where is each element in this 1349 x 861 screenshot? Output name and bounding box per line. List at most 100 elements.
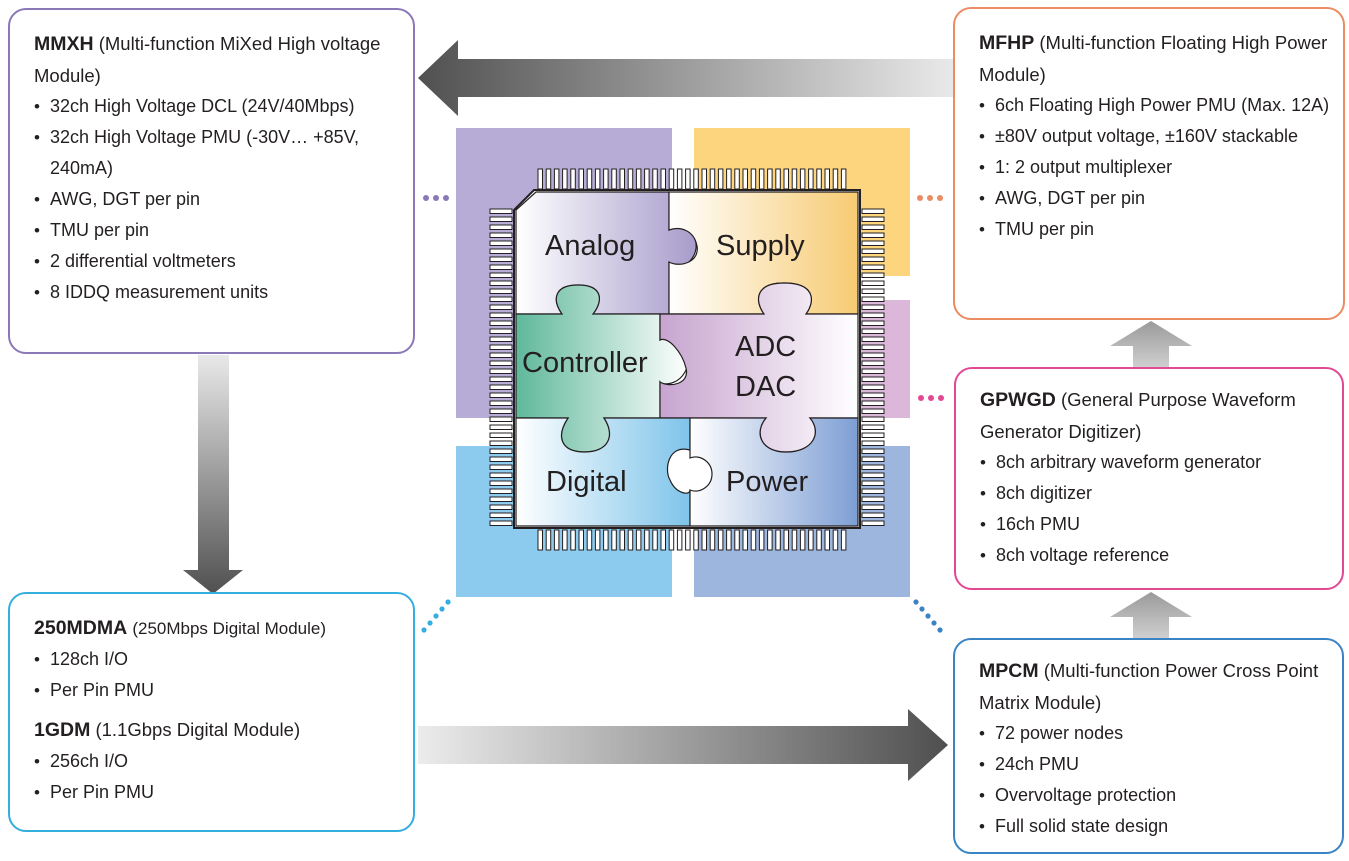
- chip-pin: [603, 168, 609, 190]
- list-item: 8 IDDQ measurement units: [34, 277, 413, 308]
- chip-pin: [489, 472, 513, 478]
- chip-pin: [861, 408, 885, 414]
- chip-pin: [808, 168, 814, 190]
- chip-pin: [783, 168, 789, 190]
- module-box-digital: 250MDMA (250Mbps Digital Module) 128ch I…: [8, 592, 415, 832]
- chip-pin: [861, 208, 885, 214]
- module-code: GPWGD: [980, 389, 1056, 411]
- chip-pin: [861, 320, 885, 326]
- chip-pin: [603, 529, 609, 551]
- chip-pin: [775, 168, 781, 190]
- chip-pin: [861, 480, 885, 486]
- chip-label-analog: Analog: [545, 230, 635, 262]
- arrow-gpwgd-to-mfhp: [1110, 321, 1192, 367]
- chip-label-adc: ADC: [735, 331, 796, 363]
- chip-pin: [489, 256, 513, 262]
- chip-pin: [791, 168, 798, 190]
- chip-pin: [489, 480, 513, 486]
- chip-pin: [489, 224, 513, 230]
- module-code: 1GDM: [34, 719, 91, 741]
- chip-pin: [489, 384, 513, 390]
- chip-pin: [861, 504, 885, 510]
- chip-pin: [489, 456, 513, 462]
- chip-pin: [489, 336, 513, 342]
- module-box-mpcm: MPCM (Multi-function Power Cross Point M…: [953, 638, 1344, 854]
- list-item: TMU per pin: [979, 214, 1343, 245]
- chip-pin: [701, 168, 707, 190]
- chip-pin: [861, 272, 885, 278]
- chip-pin: [489, 232, 513, 238]
- chip-pin: [861, 352, 885, 358]
- chip-pin: [726, 529, 732, 551]
- chip-pin: [489, 304, 513, 310]
- chip-pin: [758, 529, 765, 551]
- chip-pin: [861, 520, 885, 526]
- dots-digital: [421, 599, 451, 633]
- chip-pin: [489, 344, 513, 350]
- list-item: 8ch digitizer: [980, 478, 1342, 509]
- chip-pin: [611, 529, 617, 551]
- chip-pin: [861, 440, 885, 446]
- module-title-gdm: 1GDM (1.1Gbps Digital Module): [34, 714, 413, 746]
- chip-pin: [489, 520, 513, 526]
- dots-mpcm: [913, 599, 943, 633]
- chip-pin: [861, 464, 885, 470]
- chip-pin: [750, 529, 757, 551]
- chip-pin: [489, 496, 513, 502]
- arrow-mmxh-to-mdma: [183, 355, 243, 594]
- chip-label-power: Power: [726, 466, 809, 498]
- chip-pin: [861, 256, 885, 262]
- chip-pin: [693, 529, 699, 551]
- chip-label-controller: Controller: [522, 347, 648, 379]
- chip-pin: [635, 168, 642, 190]
- chip-pin: [701, 529, 707, 551]
- chip-pin: [693, 168, 699, 190]
- chip-pin: [861, 432, 885, 438]
- chip-pin: [717, 168, 724, 190]
- chip-pin: [861, 328, 885, 334]
- chip-pin: [685, 168, 691, 190]
- chip-pin: [861, 512, 885, 518]
- chip-pin: [861, 368, 885, 374]
- chip-pin: [489, 320, 513, 326]
- chip-pin: [783, 529, 789, 551]
- module-code: 250MDMA: [34, 617, 128, 639]
- chip-pin: [861, 384, 885, 390]
- list-item: 6ch Floating High Power PMU (Max. 12A): [979, 90, 1343, 121]
- chip-pin: [668, 168, 675, 190]
- chip-pin: [562, 168, 568, 190]
- chip-pin: [489, 248, 513, 254]
- list-item: 24ch PMU: [979, 749, 1342, 780]
- chip-pin: [489, 488, 513, 494]
- list-item: 32ch High Voltage PMU (-30V… +85V, 240mA…: [34, 122, 413, 184]
- module-feature-list: 128ch I/O Per Pin PMU: [34, 644, 413, 706]
- chip-pin: [489, 376, 513, 382]
- chip-pin: [824, 168, 830, 190]
- chip-pin: [726, 168, 732, 190]
- chip-pin: [489, 296, 513, 302]
- chip-pin: [594, 529, 601, 551]
- list-item: 256ch I/O: [34, 746, 413, 777]
- chip-pin: [676, 529, 683, 551]
- chip-pin: [627, 168, 634, 190]
- chip-pin: [489, 328, 513, 334]
- module-code: MFHP: [979, 32, 1035, 54]
- chip-pin: [489, 208, 513, 214]
- chip-pin: [799, 168, 806, 190]
- dots-mfhp: [917, 195, 943, 201]
- chip-label-dac: DAC: [735, 371, 796, 403]
- chip-pin: [861, 336, 885, 342]
- module-code: MMXH: [34, 33, 94, 55]
- module-name: (1.1Gbps Digital Module): [95, 719, 301, 740]
- chip-pin: [489, 440, 513, 446]
- chip-pin: [717, 529, 724, 551]
- chip-pin: [489, 392, 513, 398]
- chip-pin: [489, 432, 513, 438]
- module-feature-list: 6ch Floating High Power PMU (Max. 12A) ±…: [979, 90, 1343, 245]
- chip-pin: [861, 392, 885, 398]
- list-item: Full solid state design: [979, 811, 1342, 842]
- module-name: (250Mbps Digital Module): [132, 619, 327, 638]
- list-item: 128ch I/O: [34, 644, 413, 675]
- chip-pin: [734, 168, 740, 190]
